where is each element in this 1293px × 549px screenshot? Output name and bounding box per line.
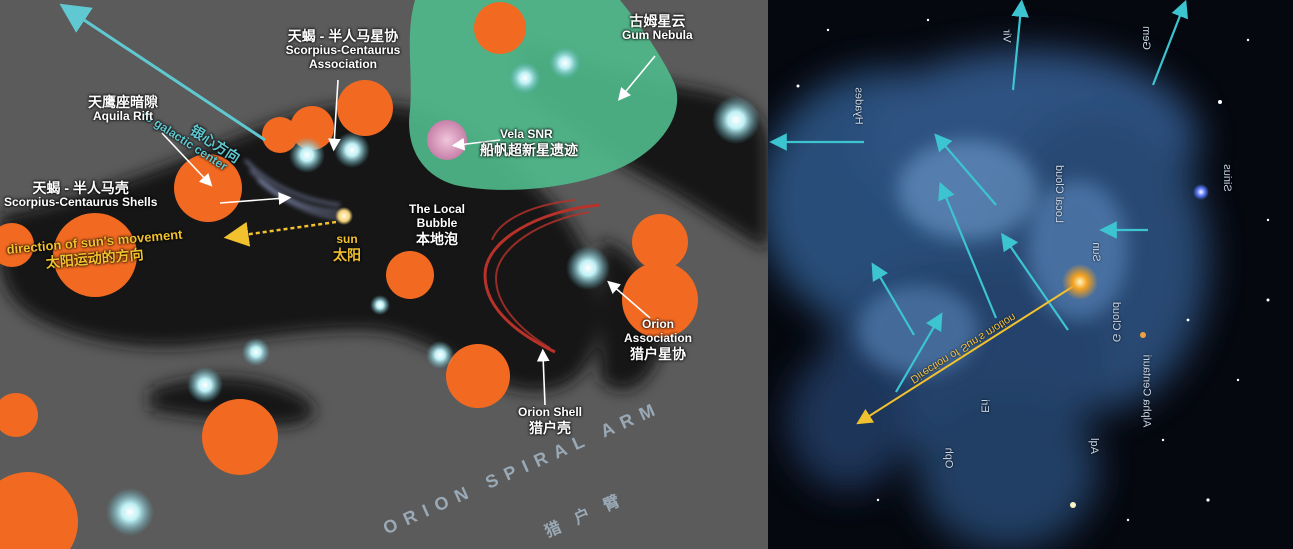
orion-shell-label: Orion Shell 猎户壳 [518, 405, 583, 436]
sirius-star [1193, 184, 1209, 200]
sun-label: sun 太阳 [333, 232, 361, 263]
vela-snr-label: Vela SNR 船帆超新星遗迹 [480, 127, 578, 158]
oph-label: Oph [942, 447, 955, 469]
aql-label: Aql [1087, 438, 1100, 454]
vela-snr [427, 120, 467, 160]
eri-label: Eri [978, 399, 991, 413]
cloud-highlights [858, 140, 1128, 375]
association-stars [106, 47, 760, 536]
pointer-lines [161, 55, 656, 406]
sun-motion-arrow [856, 281, 1081, 425]
sun-star [1062, 264, 1098, 300]
local-cloud-image: Hyades Vir Gem Sirius Local Cloud Sun G … [768, 0, 1293, 549]
direction-arrows [769, 0, 1189, 393]
sirius-label: Sirius [1220, 164, 1233, 192]
galactic-center-arrow [59, 3, 266, 142]
gum-nebula-label: 古姆星云 Gum Nebula [622, 13, 693, 43]
sun-dot [335, 207, 353, 225]
gem-label: Gem [1139, 26, 1152, 50]
local-bubble-diagram: 银心方向 to galactic center 天蝎 - 半人马星协 Scorp… [0, 0, 768, 549]
sco-cen-association-label: 天蝎 - 半人马星协 Scorpius-Centaurus Associatio… [285, 28, 401, 71]
local-cloud-label: Local Cloud [1053, 164, 1066, 224]
alpha-cen-label: Alpha Centauri [1140, 354, 1153, 428]
sco-cen-shells-label: 天蝎 - 半人马壳 Scorpius-Centaurus Shells [4, 180, 158, 210]
background-stars [796, 18, 1270, 522]
vir-label: Vir [1000, 29, 1013, 43]
sun-movement-arrow [223, 220, 337, 247]
orion-shell [483, 199, 601, 354]
local-cloud-graphic [768, 0, 1270, 549]
aquila-rift-label: 天鹰座暗隙 Aquila Rift [88, 94, 158, 124]
sun-label-right: Sun [1089, 242, 1102, 262]
g-cloud-label: G Cloud [1110, 301, 1123, 343]
local-bubble-label: The Local Bubble 本地泡 [408, 202, 465, 247]
hyades-label: Hyades [852, 87, 865, 125]
orion-association-label: Orion Association 猎户星协 [623, 317, 692, 362]
local-bubble-graphic [0, 0, 768, 549]
